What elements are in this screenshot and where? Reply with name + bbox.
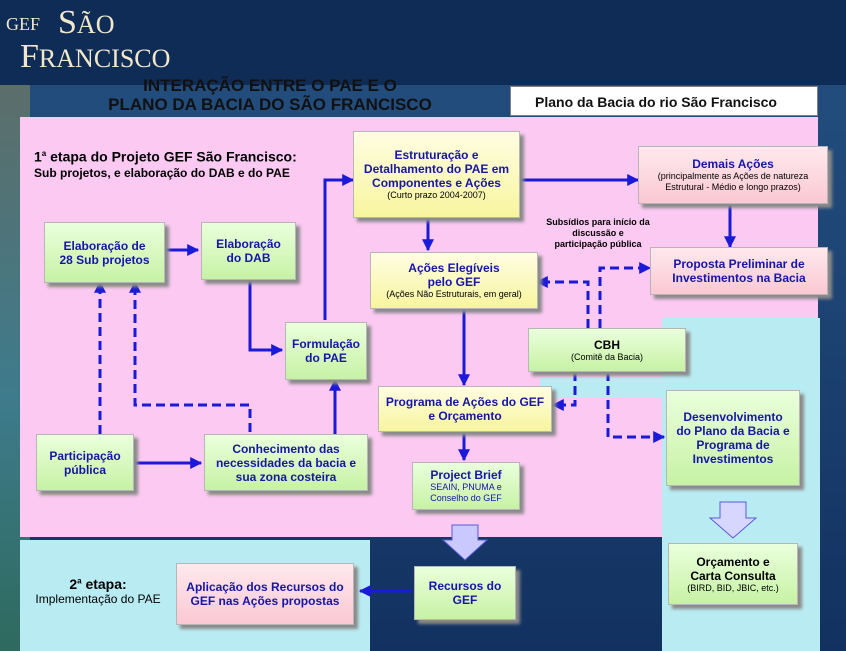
logo-sao: SÃO — [58, 4, 115, 41]
dash-cbh-proposta — [598, 262, 652, 328]
hollow-arrow-brief-recursos — [441, 524, 489, 561]
page-title: INTERAÇÃO ENTRE O PAE E O PLANO DA BACIA… — [108, 76, 432, 114]
top-banner — [0, 0, 846, 85]
box-orcamento-carta: Orçamento e Carta Consulta (BIRD, BID, J… — [668, 543, 798, 605]
dash-cbh-acoes — [535, 276, 590, 328]
hollow-arrow-desenv-orcamento — [708, 501, 758, 539]
arrow-elabdab-formulacao — [248, 280, 284, 356]
box-proposta-preliminar: Proposta Preliminar de Investimentos na … — [650, 247, 828, 295]
subsidios-text: Subsídios para início da discussão e par… — [546, 217, 650, 249]
box-elaboracao-28-sub-projetos: Elaboração de 28 Sub projetos — [44, 222, 165, 283]
box-aplicacao-recursos: Aplicação dos Recursos do GEF nas Ações … — [176, 563, 354, 625]
box-cbh: CBH (Comitê da Bacia) — [528, 328, 686, 372]
plan-header: Plano da Bacia do rio São Francisco — [510, 86, 818, 116]
cyan-area-strip — [540, 378, 662, 398]
box-recursos-gef: Recursos do GEF — [414, 566, 516, 620]
box-elaboracao-dab: Elaboração do DAB — [201, 222, 296, 280]
box-demais-acoes: Demais Ações (principalmente as Ações de… — [638, 146, 828, 204]
box-desenvolvimento: Desenvolvimento do Plano da Bacia e Prog… — [666, 390, 800, 486]
stage1-text: 1a etapa do Projeto GEF São Francisco: S… — [34, 148, 297, 180]
logo-gef: GEF — [6, 14, 41, 34]
dash-cbh-programa — [551, 372, 577, 411]
box-estruturacao: Estruturação e Detalhamento do PAE em Co… — [353, 131, 520, 218]
logo-francisco: FRANCISCO — [20, 38, 171, 75]
box-project-brief: Project Brief SEAIN, PNUMA e Conselho do… — [412, 462, 520, 510]
box-participacao-publica: Participação pública — [36, 434, 134, 491]
arrow-formulacao-estruturacao — [323, 174, 355, 320]
box-programa-acoes: Programa de Ações do GEF e Orçamento — [378, 386, 552, 432]
dash-conhecimento-elab28 — [129, 280, 252, 432]
box-formulacao-pae: Formulação do PAE — [285, 322, 367, 380]
dash-cbh-desenvolvimento — [606, 372, 666, 443]
pink-area-top — [20, 120, 510, 130]
box-acoes-elegiveis: Ações Elegíveis pelo GEF (Ações Não Estr… — [370, 252, 538, 309]
box-conhecimento: Conhecimento das necessidades da bacia e… — [204, 434, 368, 491]
stage2-text: 2a etapa: Implementação do PAE — [35, 576, 161, 606]
